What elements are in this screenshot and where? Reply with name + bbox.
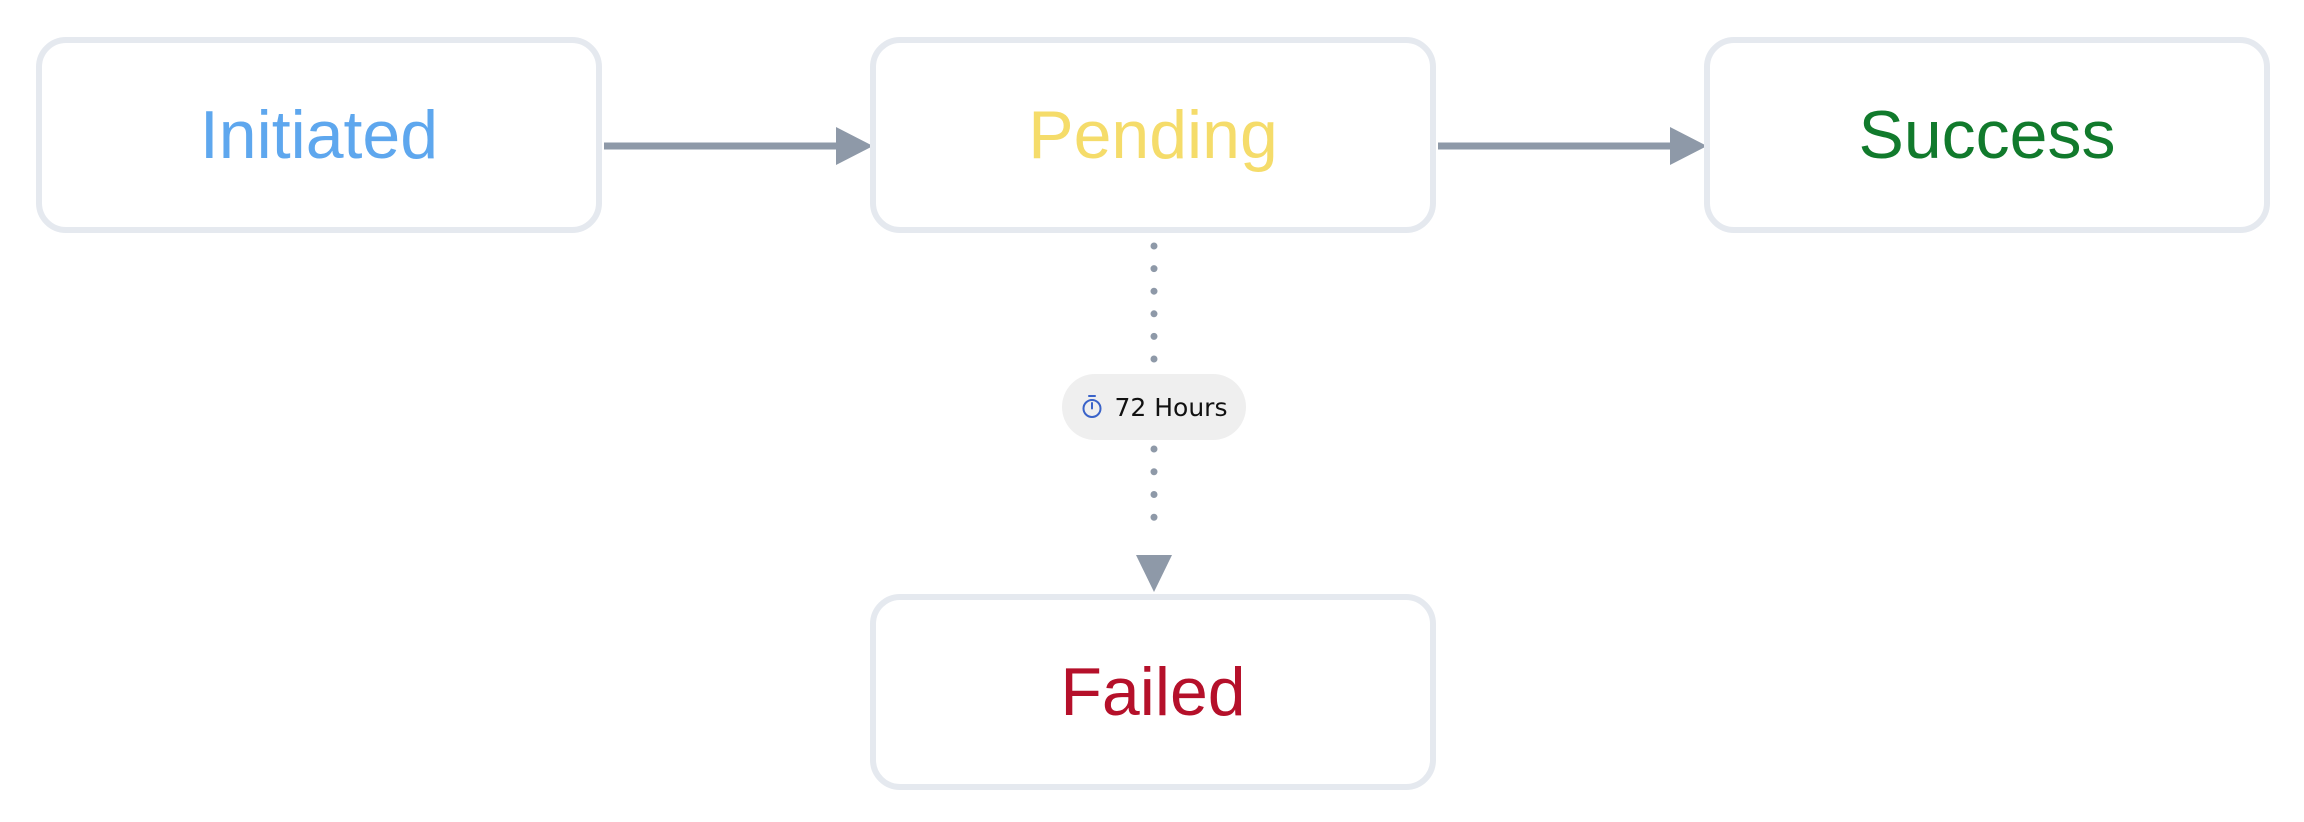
- node-initiated[interactable]: Initiated: [36, 37, 602, 233]
- node-label-initiated: Initiated: [199, 97, 439, 173]
- node-label-success: Success: [1858, 97, 2116, 173]
- node-label-failed: Failed: [1060, 654, 1246, 730]
- arrowhead-down-icon: [1136, 555, 1172, 592]
- node-pending[interactable]: Pending: [870, 37, 1436, 233]
- edge-pending-to-success: [1438, 127, 1707, 165]
- timeout-label: 72 Hours: [1114, 392, 1228, 422]
- stopwatch-icon: [1082, 395, 1102, 418]
- node-label-pending: Pending: [1028, 97, 1278, 173]
- node-failed[interactable]: Failed: [870, 594, 1436, 790]
- timeout-badge: 72 Hours: [1062, 374, 1246, 440]
- edge-pending-to-failed: [1136, 242, 1172, 592]
- node-success[interactable]: Success: [1704, 37, 2270, 233]
- edge-initiated-to-pending: [604, 127, 873, 165]
- arrowhead-right-icon: [1670, 127, 1707, 165]
- arrowhead-right-icon: [836, 127, 873, 165]
